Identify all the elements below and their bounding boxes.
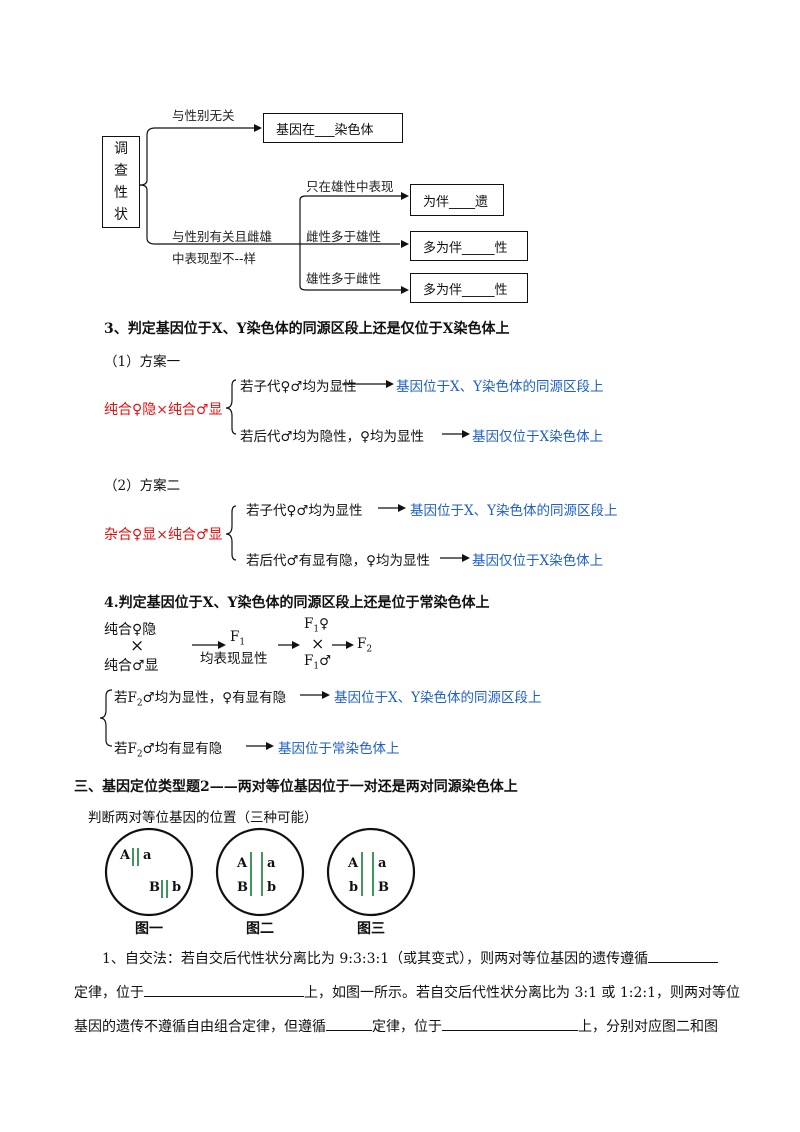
box-char: 调	[114, 141, 128, 157]
cond-text: 若F	[114, 690, 137, 706]
gene-label: A	[120, 848, 131, 863]
blank-1	[648, 947, 719, 963]
female-box: 多为伴_____性	[410, 231, 528, 261]
gene-label: b	[172, 880, 182, 895]
plan2-res1: 基因位于X、Y染色体的同源区段上	[410, 503, 618, 519]
companion-box: 为伴____遗	[410, 184, 504, 216]
gene-label: b	[267, 880, 277, 895]
f1-sub: 1	[239, 637, 246, 648]
cond-text: 若F	[114, 741, 137, 757]
f2-label: F2	[357, 636, 372, 655]
para-text: 定律，位于	[372, 1019, 442, 1035]
cond-sub: 2	[136, 749, 143, 760]
gene-label: B	[149, 880, 160, 895]
section3-heading: 3、判定基因位于X、Y染色体的同源区段上还是仅位于X染色体上	[104, 321, 510, 337]
cond-text: ♂均有显有隐	[142, 741, 223, 757]
f1-text: F	[304, 653, 314, 669]
gene-label: b	[349, 880, 359, 895]
s4-cond2: 若F2♂均有显有隐	[114, 737, 222, 760]
section4-heading: 4.判定基因位于X、Y染色体的同源区段上还是位于常染色体上	[104, 595, 490, 611]
para-text: 上，如图一所示。若自交后代性状分离比为 3:1 或 1:2:1，则两对等位	[304, 985, 741, 1001]
f1-text: F	[230, 629, 240, 645]
gene-label: A	[237, 856, 248, 871]
section-three-heading: 三、基因定位类型题2——两对等位基因位于一对还是两对同源染色体上	[74, 779, 518, 795]
box-char: 查	[114, 163, 128, 179]
branch-related-label-1: 与性别有关且雌雄	[172, 229, 273, 244]
gene-label: a	[267, 856, 276, 871]
para-text: 基因的遗传不遵循自由组合定律，但遵循	[74, 1019, 326, 1035]
figure1-caption: 图一	[135, 921, 163, 937]
female-more-label: 雌性多于雄性	[306, 229, 382, 244]
para-text: 1、自交法：若自交后代性状分离比为 9:3:3:1（或其变式），则两对等位基因的…	[102, 951, 649, 967]
para-text: 定律，位于	[74, 985, 144, 1001]
cond-sub: 2	[136, 698, 143, 709]
selfing-paragraph: 1、自交法：若自交后代性状分离比为 9:3:3:1（或其变式），则两对等位基因的…	[74, 942, 794, 1044]
s4-res1: 基因位于X、Y染色体的同源区段上	[334, 690, 542, 706]
blank-4	[442, 1015, 578, 1031]
section-three-intro: 判断两对等位基因的位置（三种可能）	[88, 810, 318, 826]
male-more-label: 雄性多于雌性	[306, 271, 382, 286]
f1-label: F1	[230, 629, 245, 648]
gene-label: A	[348, 856, 359, 871]
branch-unrelated-label: 与性别无关	[172, 108, 235, 123]
cond-text: ♂均为显性，♀有显有隐	[142, 690, 287, 706]
f1-desc: 均表现显性	[200, 651, 268, 667]
cross-sign: ×	[130, 636, 145, 656]
box-char: 状	[114, 207, 128, 223]
plan2-res2: 基因仅位于X染色体上	[472, 553, 604, 569]
figure2-caption: 图二	[246, 921, 274, 937]
gene-label: a	[143, 848, 152, 863]
plan1-label: （1）方案一	[104, 354, 181, 370]
female-symbol: ♀	[319, 616, 329, 632]
f1-sub: 1	[313, 661, 320, 672]
s4-cond1: 若F2♂均为显性，♀有显有隐	[114, 686, 286, 709]
plan2-label: （2）方案二	[104, 478, 181, 494]
plan1-res1: 基因位于X、Y染色体的同源区段上	[396, 379, 604, 395]
plan2-cross: 杂合♀显×纯合♂显	[104, 527, 223, 543]
autosome-box: 基因在___染色体	[263, 113, 403, 143]
f1-male: F1♂	[304, 653, 331, 672]
f2-sub: 2	[366, 644, 373, 655]
plan1-res2: 基因仅位于X染色体上	[472, 429, 604, 445]
male-only-label: 只在雄性中表现	[306, 179, 394, 194]
branch-related-label-2: 中表现型不--样	[172, 251, 257, 266]
plan1-cross: 纯合♀隐×纯合♂显	[104, 402, 223, 418]
para-line-2: 定律，位于 上，如图一所示。若自交后代性状分离比为 3:1 或 1:2:1，则两对…	[74, 976, 794, 1010]
box-char: 性	[114, 185, 128, 201]
para-line-3: 基因的遗传不遵循自由组合定律，但遵循 定律，位于 上，分别对应图二和图	[74, 1010, 794, 1044]
plan1-cond2: 若后代♂均为隐性，♀均为显性	[240, 429, 424, 445]
figure3-caption: 图三	[357, 921, 385, 937]
gene-label: B	[378, 880, 389, 895]
f1-female: F1♀	[304, 616, 329, 635]
blank-2	[144, 981, 304, 997]
s4-res2: 基因位于常染色体上	[278, 741, 400, 757]
p-male: 纯合♂显	[104, 658, 159, 674]
survey-trait-box: 调 查 性 状	[102, 136, 140, 228]
blank-3	[326, 1015, 372, 1031]
f1-text: F	[304, 616, 314, 632]
plan2-cond2: 若后代♂有显有隐，♀均为显性	[246, 553, 430, 569]
para-line-1: 1、自交法：若自交后代性状分离比为 9:3:3:1（或其变式），则两对等位基因的…	[74, 942, 794, 976]
gene-label: B	[237, 880, 248, 895]
f1-sub: 1	[313, 624, 320, 635]
para-text: 上，分别对应图二和图	[578, 1019, 718, 1035]
plan1-cond1: 若子代♀♂均为显性	[240, 379, 357, 395]
male-box: 多为伴_____性	[410, 273, 528, 303]
f1-cross-sign: ×	[311, 634, 325, 653]
p-female: 纯合♀隐	[104, 622, 157, 638]
f2-text: F	[357, 636, 367, 652]
plan2-cond1: 若子代♀♂均为显性	[246, 503, 363, 519]
male-symbol: ♂	[319, 653, 332, 669]
gene-label: a	[378, 856, 387, 871]
